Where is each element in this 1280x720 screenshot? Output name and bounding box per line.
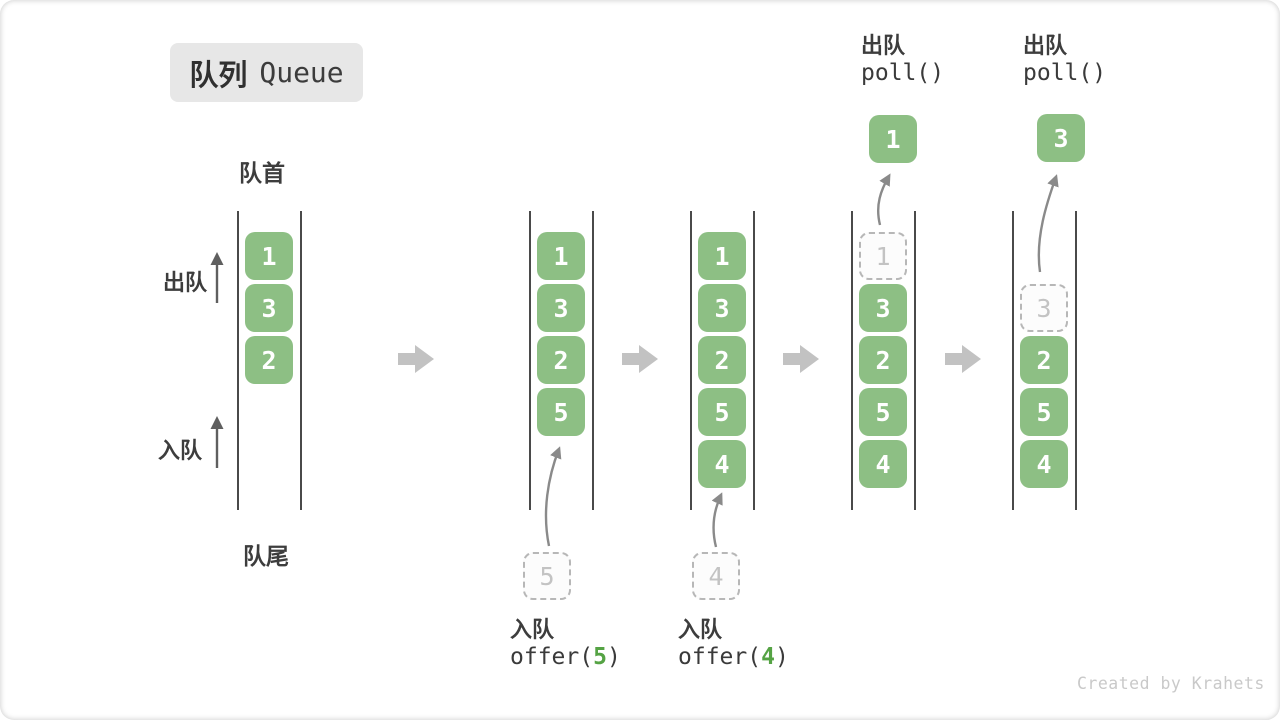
poll-caption-2: 出队 poll() (1023, 28, 1106, 86)
title-en: Queue (259, 56, 344, 89)
queue-front-label: 队首 (239, 160, 285, 186)
offer-post: ) (606, 644, 621, 670)
offer-caption-zh: 入队 (678, 617, 723, 642)
queue-block: 5 (859, 388, 907, 436)
offer-arg: 5 (593, 644, 607, 670)
queue-block: 3 (245, 284, 293, 332)
offer-arg: 4 (761, 644, 775, 670)
offer-4-caption: 入队 offer(4) (678, 612, 789, 670)
queue-block: 4 (1020, 440, 1068, 488)
queue-block: 3 (537, 284, 585, 332)
queue-block: 1 (698, 232, 746, 280)
queue-state-1: 1 3 2 (237, 211, 302, 510)
queue-state-3: 1 3 2 5 4 (690, 211, 755, 510)
queue-block: 5 (537, 388, 585, 436)
queue-rear-label: 队尾 (243, 543, 289, 569)
queue-block: 3 (698, 284, 746, 332)
dequeue-direction-label: 出队 (163, 270, 208, 295)
poll-call-label: poll() (861, 60, 945, 86)
removed-element-box: 3 (1020, 284, 1068, 332)
queue-state-2: 1 3 2 5 (529, 211, 594, 510)
queue-block: 2 (537, 336, 585, 384)
title-zh: 队列 (189, 59, 248, 92)
poll-caption-zh: 出队 (1023, 33, 1068, 58)
enqueue-5-arrow (544, 446, 562, 547)
offer-post: ) (774, 644, 789, 670)
queue-state-5: 3 2 5 4 (1012, 211, 1077, 510)
flow-arrow-icon (622, 345, 658, 373)
poll-caption-zh: 出队 (861, 33, 906, 58)
incoming-element-box: 4 (692, 552, 740, 600)
queue-block: 4 (859, 440, 907, 488)
queue-block: 1 (245, 232, 293, 280)
enqueue-direction-label: 入队 (158, 438, 203, 463)
title-badge: 队列 Queue (170, 43, 363, 102)
queue-block: 2 (1020, 336, 1068, 384)
flow-arrow-icon (783, 345, 819, 373)
poll-1-arrow (876, 173, 891, 226)
queue-block: 5 (1020, 388, 1068, 436)
poll-caption-1: 出队 poll() (861, 28, 944, 86)
offer-pre: offer( (678, 644, 762, 670)
credit-text: Created by Krahets (1077, 674, 1265, 693)
queue-block: 2 (245, 336, 293, 384)
enqueue-4-arrow (711, 492, 723, 548)
poll-3-arrow (1037, 174, 1059, 273)
poll-call-label: poll() (1023, 60, 1107, 86)
offer-pre: offer( (510, 644, 594, 670)
offer-5-caption: 入队 offer(5) (510, 612, 621, 670)
flow-arrow-icon (398, 345, 434, 373)
queue-block: 1 (537, 232, 585, 280)
offer-call-label: offer(4) (678, 644, 789, 670)
popped-element-block: 1 (869, 115, 917, 163)
popped-element-block: 3 (1037, 114, 1085, 162)
queue-state-4: 1 3 2 5 4 (851, 211, 916, 510)
queue-block: 5 (698, 388, 746, 436)
removed-element-box: 1 (859, 232, 907, 280)
offer-caption-zh: 入队 (510, 617, 555, 642)
queue-block: 4 (698, 440, 746, 488)
queue-block: 2 (859, 336, 907, 384)
offer-call-label: offer(5) (510, 644, 621, 670)
flow-arrow-icon (945, 345, 981, 373)
queue-block: 3 (859, 284, 907, 332)
incoming-element-box: 5 (523, 552, 571, 600)
queue-block: 2 (698, 336, 746, 384)
